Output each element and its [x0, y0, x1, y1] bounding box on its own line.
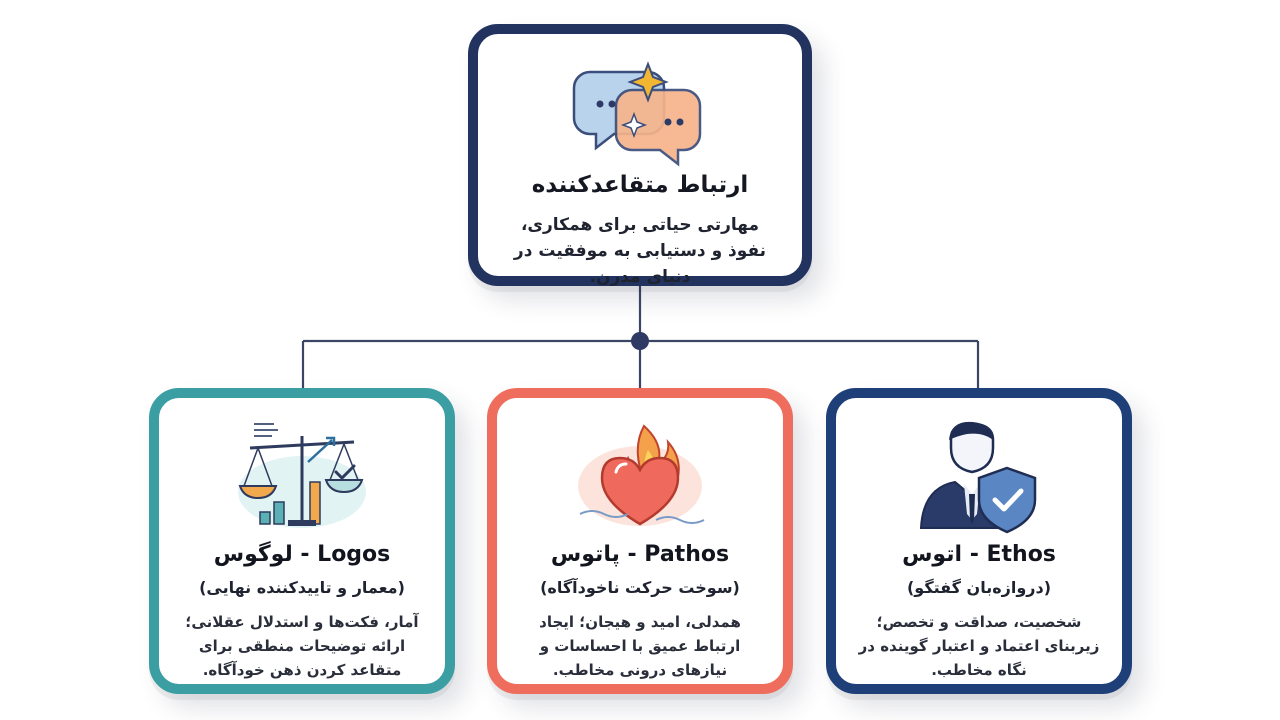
- root-description: مهارتی حیاتی برای همکاری، نفوذ و دستیابی…: [513, 215, 767, 287]
- connector-node: [631, 332, 649, 350]
- pillar-description: آمار، فکت‌ها و استدلال عقلانی؛ ارائه توض…: [185, 613, 419, 679]
- root-title: ارتباط متقاعدکننده: [531, 172, 749, 198]
- pillar-title: Ethos - اتوس: [902, 542, 1056, 567]
- pillar-subtitle: (سوخت حرکت ناخودآگاه): [540, 578, 740, 597]
- speech-bubbles-icon: [572, 61, 702, 167]
- pillar-title: Pathos - پاتوس: [550, 542, 730, 567]
- person-shield-icon: [919, 421, 1037, 534]
- root-card: ارتباط متقاعدکننده مهارتی حیاتی برای همک…: [468, 24, 812, 287]
- pillar-subtitle: (دروازه‌بان گفتگو): [906, 578, 1052, 597]
- pillar-card-logos: Logos - لوگوس (معمار و تاییدکننده نهایی)…: [149, 388, 455, 694]
- pillar-description: شخصیت، صداقت و تخصص؛ زیربنای اعتماد و اع…: [858, 613, 1100, 679]
- pillar-card-pathos: Pathos - پاتوس (سوخت حرکت ناخودآگاه) همد…: [487, 388, 793, 694]
- pillar-description: همدلی، امید و هیجان؛ ایجاد ارتباط عمیق ب…: [539, 613, 741, 679]
- flaming-heart-icon: [578, 424, 705, 526]
- scale-chart-icon: [238, 423, 366, 528]
- pillar-title: Logos - لوگوس: [213, 542, 391, 567]
- pillar-subtitle: (معمار و تاییدکننده نهایی): [199, 578, 405, 597]
- pillar-card-ethos: Ethos - اتوس (دروازه‌بان گفتگو) شخصیت، ص…: [826, 388, 1132, 694]
